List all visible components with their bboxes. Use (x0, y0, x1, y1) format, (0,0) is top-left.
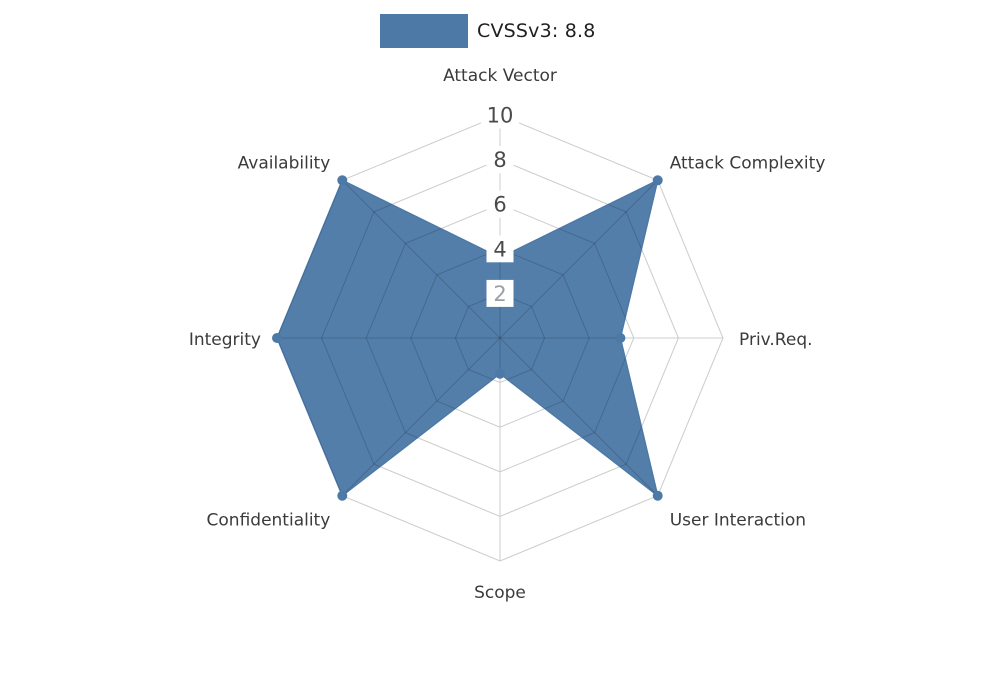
legend-item[interactable]: CVSSv3: 8.8 (380, 14, 596, 48)
radar-tick-label: 4 (493, 237, 506, 261)
radar-axis-label: Priv.Req. (739, 330, 813, 350)
radar-axis-label: Integrity (189, 330, 261, 350)
radar-tick-box (486, 190, 514, 218)
radar-series-point[interactable] (337, 175, 348, 186)
radar-tick-label: 8 (493, 148, 506, 172)
radar-axis-label: User Interaction (670, 511, 806, 531)
radar-series-point[interactable] (337, 490, 348, 501)
radar-series-point[interactable] (615, 333, 626, 343)
radar-series-point[interactable] (495, 368, 505, 379)
radar-tick-box (486, 279, 514, 307)
radar-series-point[interactable] (652, 175, 663, 186)
radar-axis-label: Confidentiality (207, 511, 331, 531)
radar-tick-box (486, 235, 514, 263)
radar-tick-label: 6 (493, 193, 506, 217)
radar-series-point[interactable] (272, 333, 282, 343)
radar-axis-label: Availability (238, 153, 331, 173)
radar-tick-box (486, 146, 514, 174)
radar-tick-box (481, 101, 519, 129)
radar-tick-label: 10 (487, 104, 514, 128)
radar-tick-label: 2 (493, 282, 506, 306)
radar-axis-label: Attack Vector (443, 66, 557, 86)
radar-axis-label: Scope (474, 583, 526, 603)
legend-swatch (380, 14, 468, 48)
radar-axis-label: Attack Complexity (670, 153, 826, 173)
legend-label: CVSSv3: 8.8 (477, 20, 596, 42)
radar-series-point[interactable] (652, 490, 663, 501)
